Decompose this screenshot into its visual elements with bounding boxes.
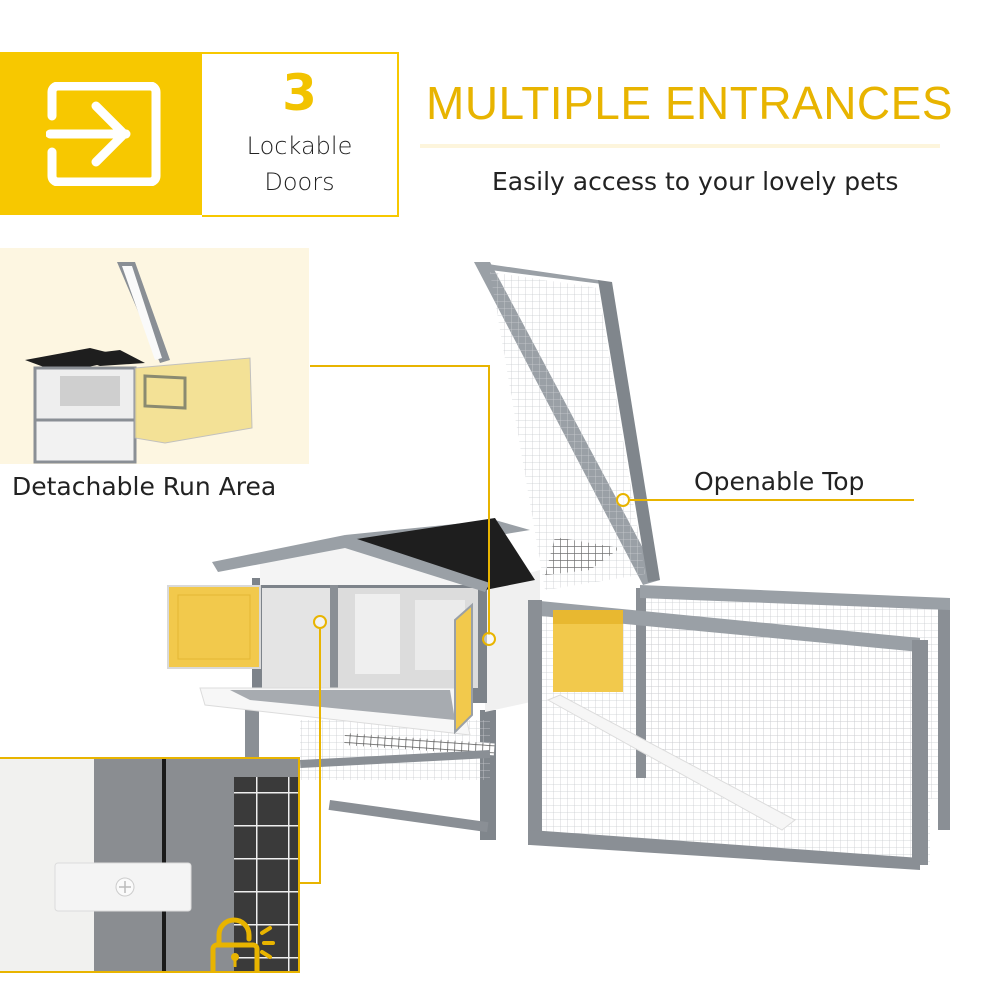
detachable-run-illustration: [25, 262, 253, 464]
callout-line-run: [310, 365, 490, 367]
run-enclosure: [528, 585, 950, 870]
callout-line-lid: [630, 499, 914, 501]
hutch-house: [167, 518, 540, 736]
badge-text-panel: 3 Lockable Doors: [202, 52, 399, 217]
openable-top-lid: [474, 262, 660, 590]
detachable-run-caption: Detachable Run Area: [12, 472, 277, 501]
door-count: 3: [282, 64, 317, 122]
detachable-run-thumbnail: [0, 248, 309, 464]
page-title: MULTIPLE ENTRANCES: [426, 77, 954, 129]
callout-dot-side-latch: [482, 632, 496, 646]
badge-label-line2: Doors: [264, 168, 335, 196]
callout-line-latch: [298, 882, 321, 884]
unlocked-padlock-icon: [210, 917, 275, 971]
latch-closeup-inset: [0, 757, 300, 973]
badge-icon-panel: [0, 52, 202, 215]
title-divider: [420, 144, 940, 148]
page-subtitle: Easily access to your lovely pets: [492, 167, 899, 196]
enter-door-icon: [46, 82, 161, 186]
badge-label-line1: Lockable: [246, 132, 353, 160]
openable-top-label: Openable Top: [694, 467, 865, 496]
callout-line-latch-vertical: [319, 629, 321, 884]
callout-line-run-vertical: [488, 365, 490, 635]
door-latch-illustration: [0, 759, 298, 971]
callout-dot-lid: [616, 493, 630, 507]
callout-dot-front-latch: [313, 615, 327, 629]
